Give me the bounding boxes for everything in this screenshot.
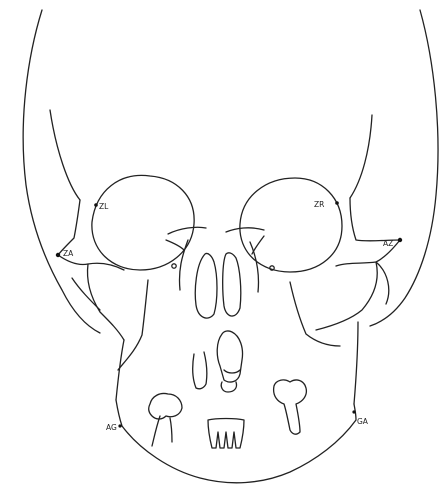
za-point bbox=[56, 253, 60, 257]
lower-incisors bbox=[208, 419, 244, 449]
left-zygoma bbox=[58, 200, 124, 340]
label-az: AZ bbox=[383, 239, 393, 248]
mandible-outline bbox=[116, 400, 356, 483]
teeth bbox=[149, 331, 307, 448]
tooth-upper-center bbox=[217, 331, 242, 382]
tooth-lower-center bbox=[221, 382, 236, 392]
landmark-labels: ZL ZR ZA AZ AG GA bbox=[63, 200, 393, 432]
az-point bbox=[398, 238, 402, 242]
orbits bbox=[92, 175, 342, 272]
left-orbit bbox=[92, 175, 194, 270]
tooth-left-molar bbox=[149, 393, 182, 419]
zr-point bbox=[335, 201, 339, 205]
tooth-upper-left bbox=[193, 352, 207, 389]
ag-point bbox=[118, 424, 121, 427]
label-ag: AG bbox=[106, 423, 117, 432]
label-zl: ZL bbox=[99, 202, 109, 211]
label-za: ZA bbox=[63, 249, 74, 258]
landmark-points bbox=[56, 201, 402, 427]
label-ga: GA bbox=[357, 417, 369, 426]
right-zygoma bbox=[316, 198, 400, 330]
right-nasal-aperture bbox=[223, 253, 241, 316]
left-nasal-aperture bbox=[195, 253, 217, 318]
zl-point bbox=[94, 203, 98, 207]
tooth-right-molar bbox=[274, 380, 307, 434]
label-zr: ZR bbox=[314, 200, 324, 209]
ga-point bbox=[352, 410, 355, 413]
